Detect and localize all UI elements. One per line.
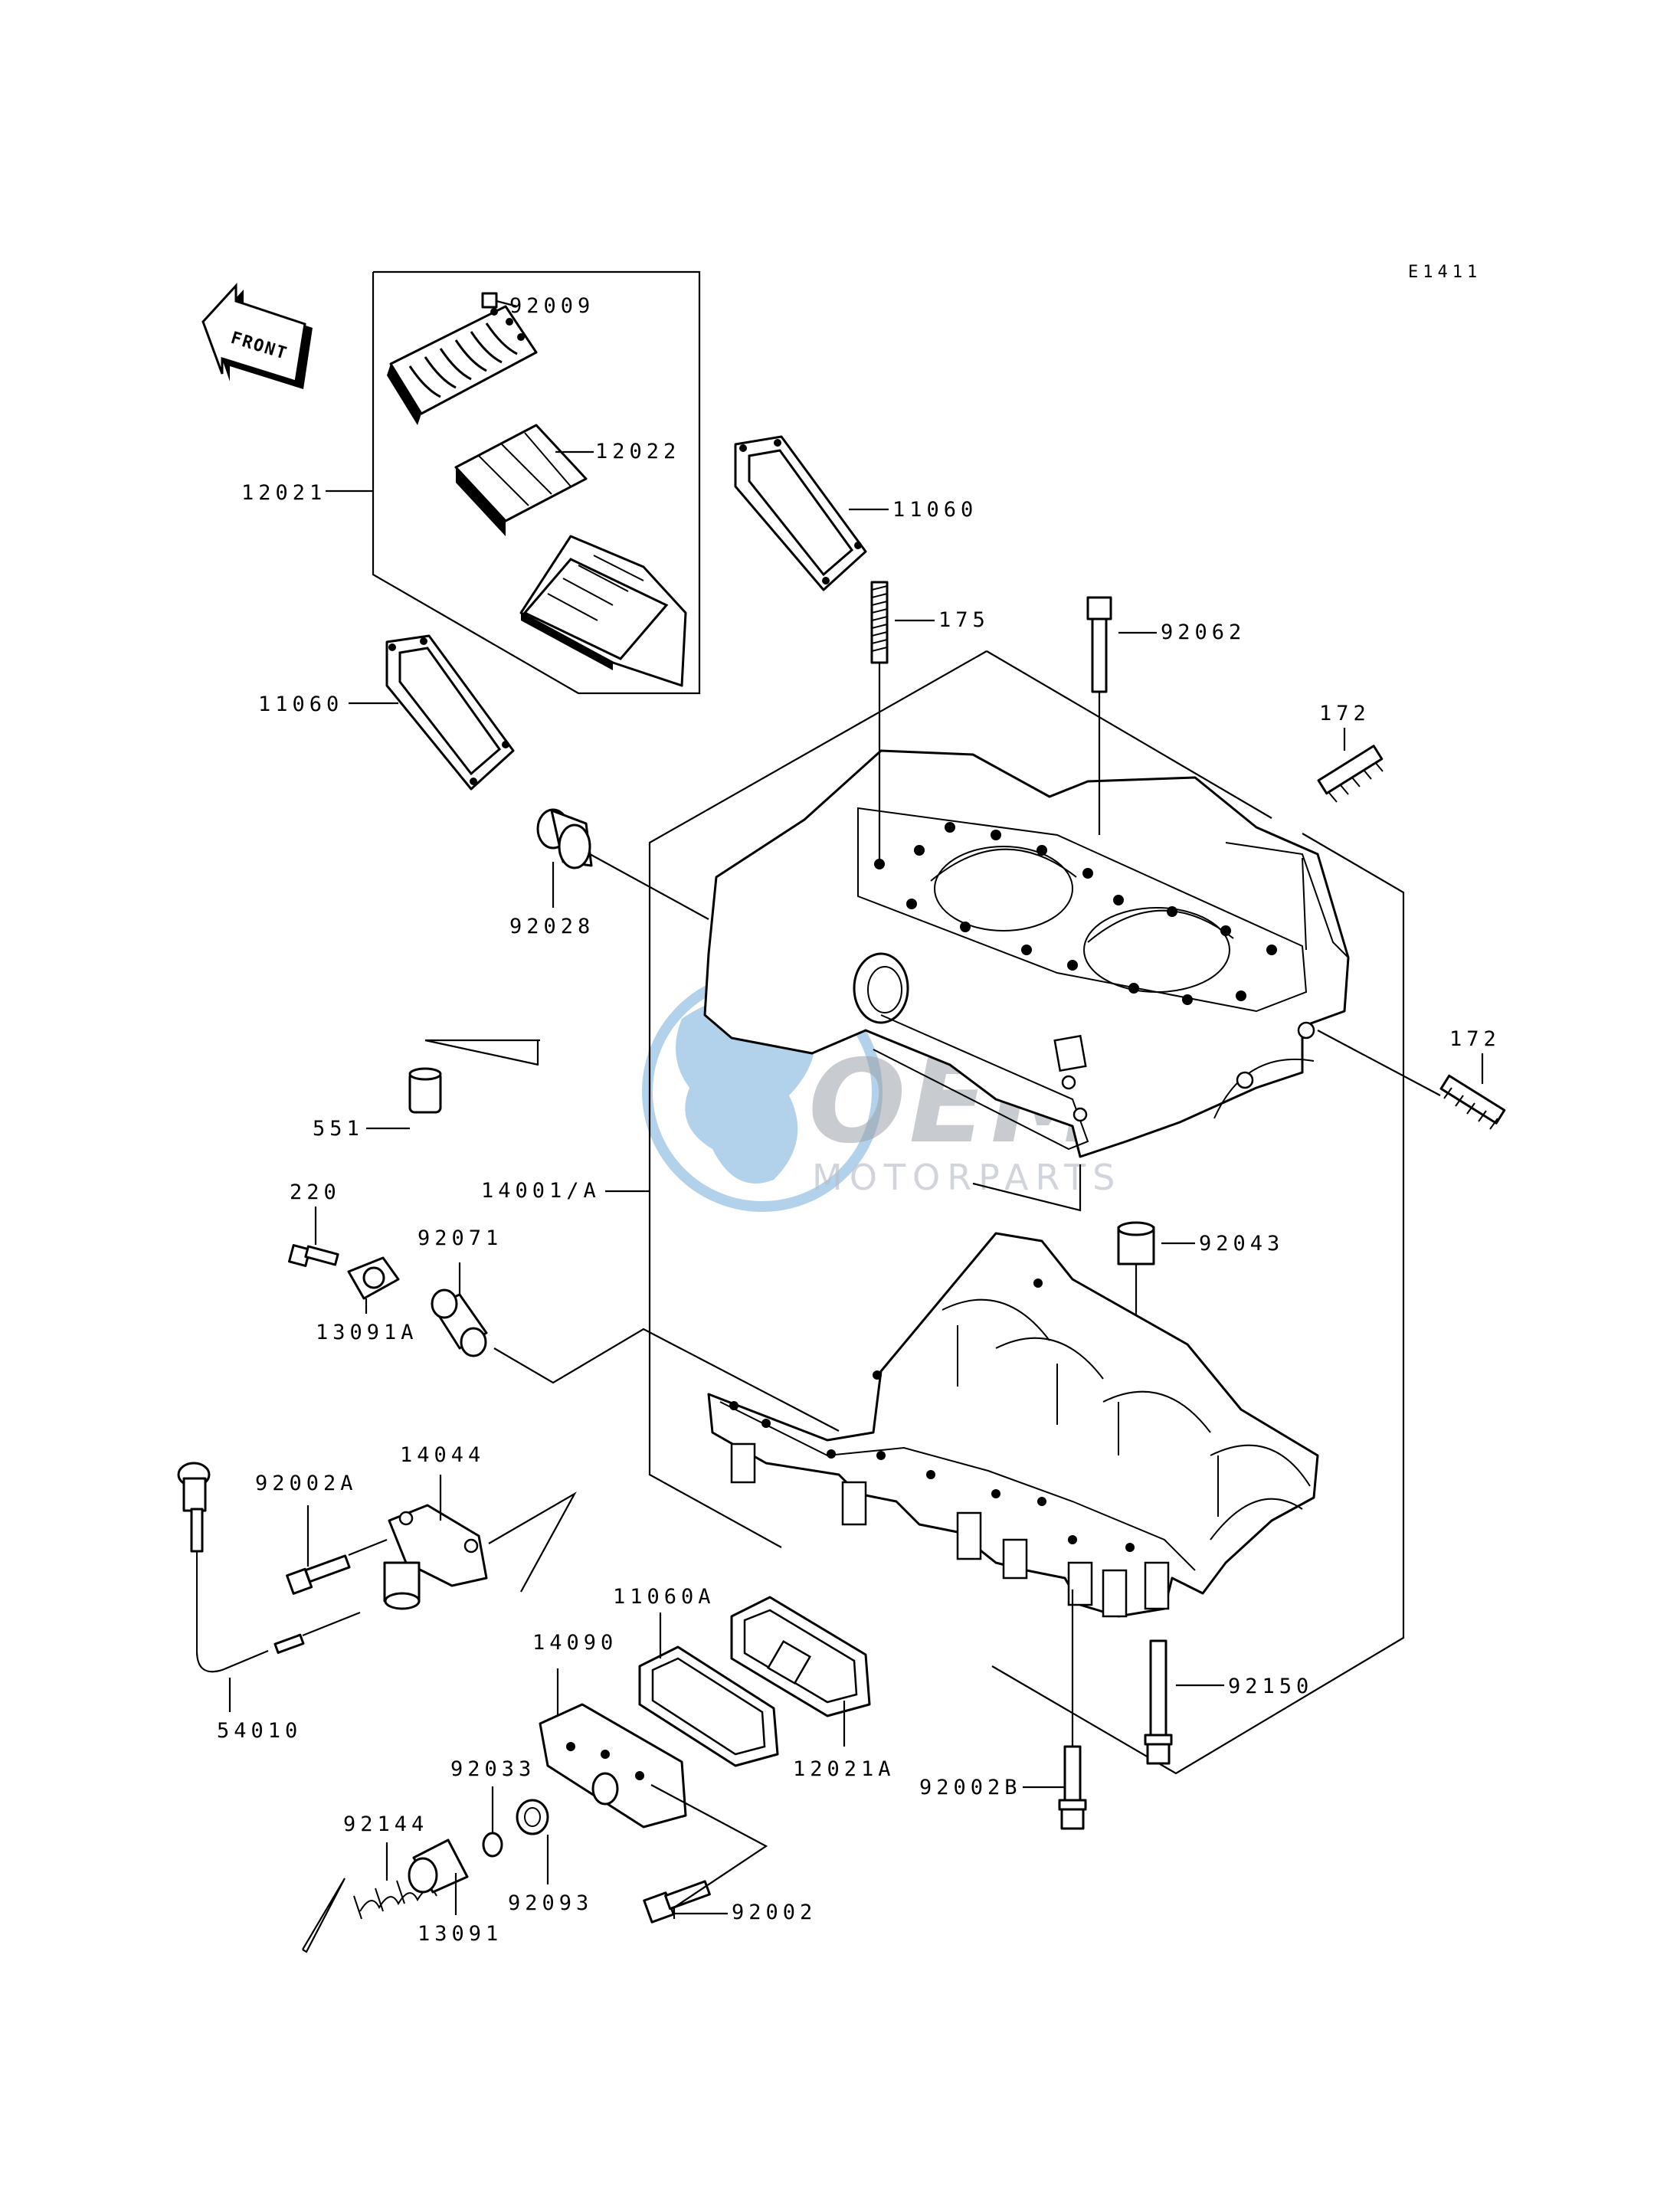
housing-14044 xyxy=(383,1475,488,1610)
label-92009: 92009 xyxy=(509,294,594,318)
label-11060-left: 11060 xyxy=(258,692,343,716)
dowel-551 xyxy=(366,1039,540,1130)
stud-175 xyxy=(870,581,889,866)
dowel-92043 xyxy=(1117,1221,1195,1540)
label-92002A: 92002A xyxy=(255,1472,358,1495)
bolt-92002 xyxy=(643,1784,768,1924)
label-92062: 92062 xyxy=(1161,620,1246,644)
label-92002B: 92002B xyxy=(919,1776,1022,1799)
flange-13091A xyxy=(347,1256,400,1314)
label-13091: 13091 xyxy=(418,1922,503,1946)
clip-92033 xyxy=(482,1786,503,1858)
collar-13091 xyxy=(408,1838,469,1915)
front-arrow-icon: FRONT xyxy=(201,283,313,389)
label-92043: 92043 xyxy=(1199,1232,1284,1256)
label-11060-top: 11060 xyxy=(892,498,978,522)
label-13091A: 13091A xyxy=(316,1321,418,1344)
label-12021: 12021 xyxy=(241,481,326,505)
label-14044: 14044 xyxy=(400,1443,485,1467)
plate-14090 xyxy=(539,1668,687,1829)
label-14001A: 14001/A xyxy=(481,1179,601,1203)
label-14090: 14090 xyxy=(532,1631,617,1655)
watermark-subtitle: MOTORPARTS xyxy=(812,1157,1122,1198)
bolt-92002B xyxy=(1023,1590,1087,1830)
label-11060A: 11060A xyxy=(613,1585,716,1609)
label-92071: 92071 xyxy=(418,1226,503,1250)
gasket-11060-left xyxy=(385,634,515,791)
label-92033: 92033 xyxy=(450,1757,535,1781)
label-172-right: 172 xyxy=(1449,1027,1501,1051)
label-54010: 54010 xyxy=(217,1719,302,1743)
label-172-top: 172 xyxy=(1319,702,1371,725)
label-12021A: 12021A xyxy=(793,1757,896,1781)
stud-172-right xyxy=(1317,1030,1506,1130)
label-92144: 92144 xyxy=(343,1812,428,1836)
label-92150: 92150 xyxy=(1228,1675,1313,1698)
reed-block xyxy=(519,535,687,687)
label-92093: 92093 xyxy=(508,1891,593,1915)
label-175: 175 xyxy=(938,608,990,632)
reed-stopper-plate xyxy=(387,305,538,425)
gasket-11060A xyxy=(638,1613,779,1767)
bolt-92062 xyxy=(1086,596,1112,835)
collar-92093 xyxy=(516,1799,549,1884)
label-12022: 12022 xyxy=(595,440,680,463)
plug-92028 xyxy=(536,808,709,920)
reed-petals xyxy=(454,424,588,536)
diagram-code: E1411 xyxy=(1408,263,1482,282)
stud-172-top xyxy=(1317,745,1384,803)
label-92028: 92028 xyxy=(509,915,594,938)
label-551: 551 xyxy=(313,1117,364,1141)
label-220: 220 xyxy=(290,1180,341,1204)
gasket-11060-top xyxy=(734,435,867,591)
upper-crankcase xyxy=(703,749,1350,1158)
cable-54010 xyxy=(177,1462,361,1712)
crankcase-group-box xyxy=(605,650,1405,1775)
reed-valve-group-box xyxy=(326,270,701,695)
screw-220 xyxy=(288,1207,339,1267)
label-92002: 92002 xyxy=(732,1901,817,1924)
bolt-92002A xyxy=(286,1505,388,1595)
bolt-92150 xyxy=(1144,1639,1224,1765)
lower-crankcase xyxy=(707,1232,1319,1618)
screw-92009-icon xyxy=(481,292,518,309)
reed-valve-12021A xyxy=(730,1596,871,1747)
grommet-92071 xyxy=(431,1262,840,1432)
